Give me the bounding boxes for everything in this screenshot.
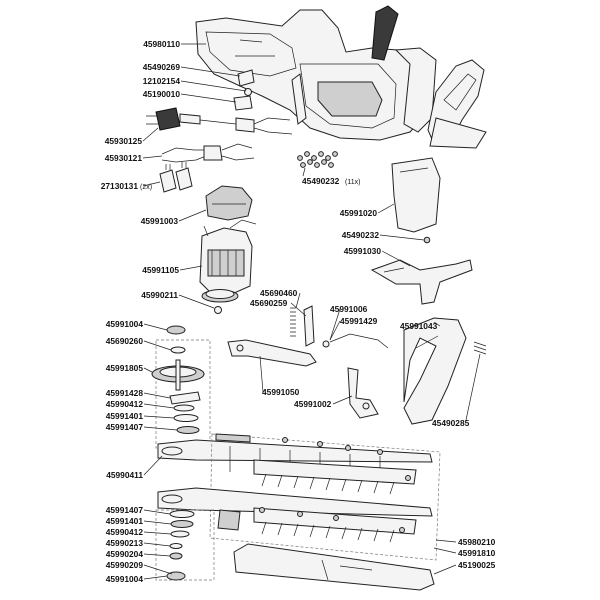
label-45991429: 45991429 xyxy=(340,316,378,326)
spring-45690460 xyxy=(290,307,296,337)
rear-handle xyxy=(394,47,487,149)
blade-assembly-group xyxy=(209,433,441,561)
screw-12102154 xyxy=(244,88,252,96)
label-45991407-top: 45991407 xyxy=(106,422,144,432)
label-45490232: 45490232 xyxy=(342,230,380,240)
blade-cover-45190025 xyxy=(233,543,435,591)
label-45991030: 45991030 xyxy=(344,246,382,256)
spring-45490285 xyxy=(473,341,487,355)
label-45991105: 45991105 xyxy=(142,265,179,275)
link-45991002 xyxy=(347,367,379,419)
label-45991401-bottom: 45991401 xyxy=(106,516,144,526)
qty-27130131: (2x) xyxy=(140,184,152,191)
clip-45490269 xyxy=(237,69,255,87)
front-handle-45991043 xyxy=(403,317,467,425)
label-45490269: 45490269 xyxy=(143,62,181,72)
label-45990411: 45990411 xyxy=(106,470,143,480)
label-45990209: 45990209 xyxy=(106,560,144,570)
label-45991810: 45991810 xyxy=(458,548,496,558)
label-45991002: 45991002 xyxy=(294,399,332,409)
label-45991043: 45991043 xyxy=(400,321,438,331)
lower-blade xyxy=(157,487,433,543)
label-45190025: 45190025 xyxy=(458,560,496,570)
label-27130131: 27130131 xyxy=(101,181,139,191)
label-45490232-set: 45490232 xyxy=(302,176,340,186)
gear-45990211 xyxy=(201,289,239,314)
label-45991003: 45991003 xyxy=(141,216,179,226)
label-45990412-top: 45990412 xyxy=(106,399,144,409)
label-45990211: 45990211 xyxy=(141,290,178,300)
gear-assembly-group xyxy=(151,325,211,449)
motor-cap-45991003 xyxy=(205,185,253,221)
label-45980210: 45980210 xyxy=(458,537,496,547)
label-12102154: 12102154 xyxy=(143,76,181,86)
lever-45991050 xyxy=(227,339,317,367)
label-45990204: 45990204 xyxy=(106,549,144,559)
label-45990213: 45990213 xyxy=(106,538,144,548)
label-45991004-bottom: 45991004 xyxy=(106,574,144,584)
pin-45690259 xyxy=(303,305,315,347)
label-45991006: 45991006 xyxy=(330,304,368,314)
lower-parts-stack xyxy=(155,509,215,581)
label-45690460: 45690460 xyxy=(260,288,298,298)
label-45991428: 45991428 xyxy=(106,388,144,398)
main-housing-45980110 xyxy=(195,5,433,141)
cable-clamp-45190010 xyxy=(233,95,253,111)
qty-45490232: (11x) xyxy=(345,179,360,186)
screws-45490232-set xyxy=(297,151,338,168)
label-45490285: 45490285 xyxy=(432,418,470,428)
cover-45991020 xyxy=(391,157,441,233)
motor-45991105 xyxy=(199,219,257,295)
label-45990412-bottom: 45990412 xyxy=(106,527,144,537)
rod-45991006 xyxy=(322,333,389,349)
label-45991805: 45991805 xyxy=(106,363,144,373)
label-45991401-top: 45991401 xyxy=(106,411,144,421)
label-45991407-bottom: 45991407 xyxy=(106,505,144,515)
label-45930121: 45930121 xyxy=(105,153,143,163)
label-45930125: 45930125 xyxy=(105,136,143,146)
part-labels: 45980110 45490269 12102154 45190010 4593… xyxy=(101,39,496,584)
label-45190010: 45190010 xyxy=(143,89,181,99)
switch-lever-45991030 xyxy=(370,259,473,305)
leader-lines xyxy=(142,43,481,580)
label-45690259: 45690259 xyxy=(250,298,288,308)
label-45991050: 45991050 xyxy=(262,387,300,397)
screw-45490232 xyxy=(423,236,431,244)
power-cable-45930125 xyxy=(146,107,293,135)
cable-45930121 xyxy=(161,143,255,163)
label-45980110: 45980110 xyxy=(143,39,180,49)
label-45991004-top: 45991004 xyxy=(106,319,144,329)
label-45991020: 45991020 xyxy=(340,208,378,218)
connectors-27130131 xyxy=(159,162,193,193)
label-45690260: 45690260 xyxy=(106,336,144,346)
